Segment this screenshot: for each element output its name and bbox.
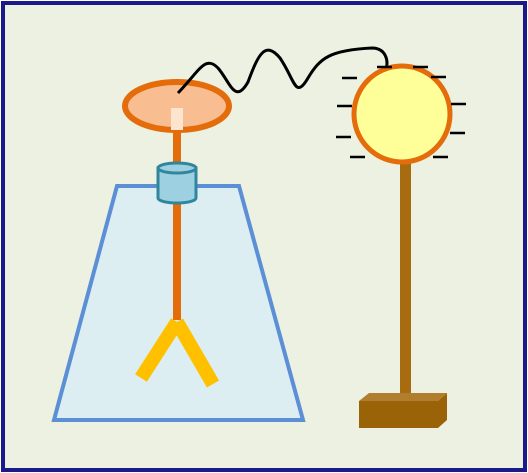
electroscope-gold-leaves [135,318,220,388]
gold-leaf-left [135,318,183,382]
gold-leaf-right [170,318,220,388]
electroscope-stopper [156,161,198,205]
stand-pole [400,155,411,400]
electroscope-plate [122,79,232,133]
stand-base-top [359,393,447,401]
electroscope-rod [173,120,181,320]
charged-sphere-icon [351,63,453,165]
stopper-top [156,161,198,175]
stopper-body [156,166,198,205]
stand-base-side [438,393,447,428]
stand-base [359,393,447,428]
plate-highlight [171,108,183,130]
connecting-wire-icon [176,46,389,95]
charge-marks [336,65,466,159]
stand-base-front [359,401,438,428]
